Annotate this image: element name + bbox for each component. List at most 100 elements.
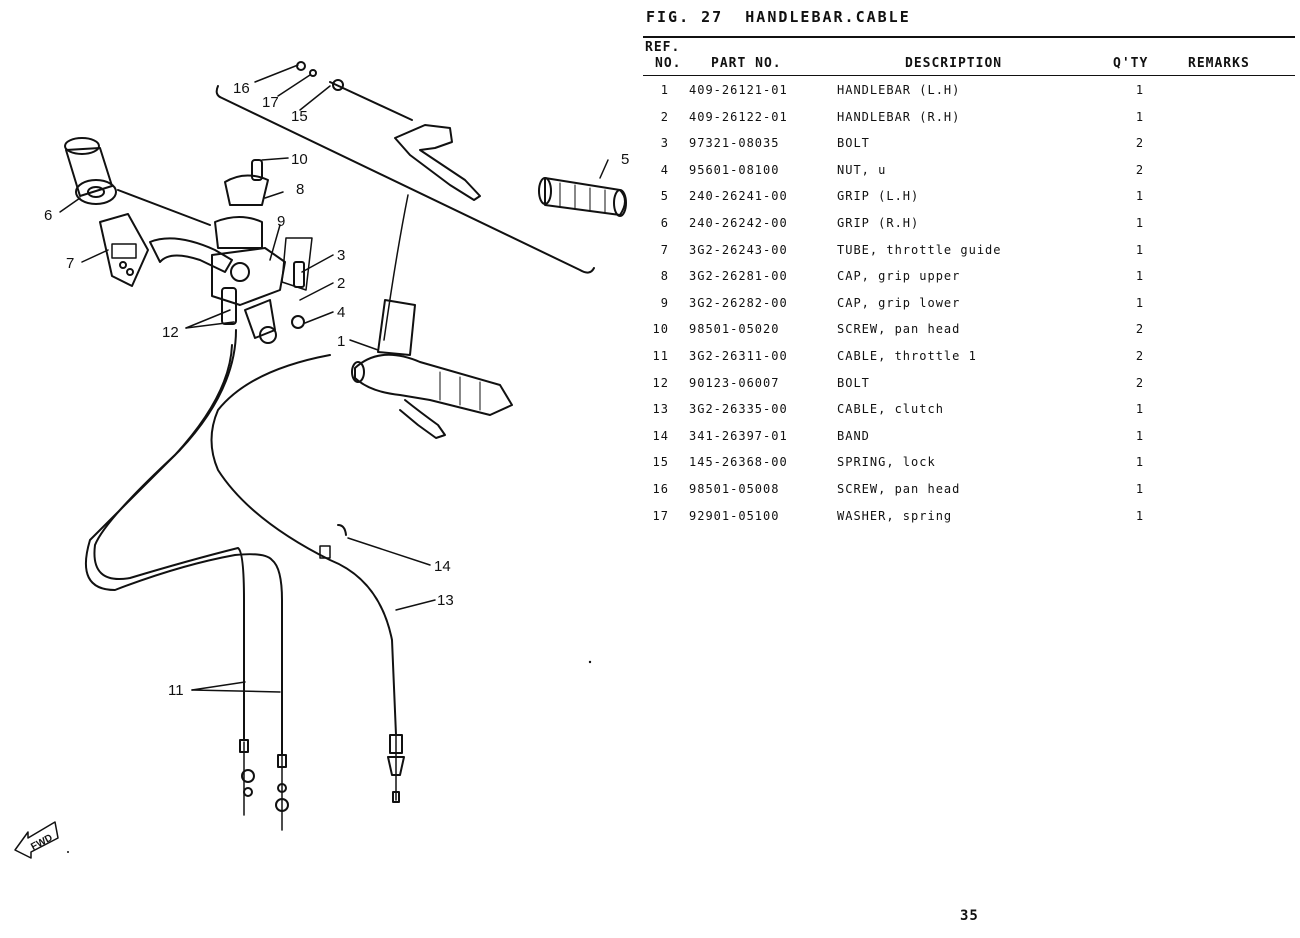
- callout-8: 8: [296, 181, 304, 198]
- description: TUBE, throttle guide: [837, 242, 1002, 257]
- speck: [67, 851, 69, 853]
- table-top-rule: [643, 36, 1295, 38]
- header-description: DESCRIPTION: [905, 56, 1003, 71]
- ref-no: 3: [660, 136, 669, 151]
- part-no: 97321-08035: [689, 136, 780, 151]
- exploded-parts-diagram: 16 17 15 10 8 5 6 9 7 3 2 4 12 1 14 13 1…: [14, 61, 629, 859]
- part-no: 90123-06007: [689, 375, 780, 390]
- ref-no: 1: [660, 83, 669, 97]
- callout-13: 13: [437, 592, 454, 609]
- part-no: 98501-05008: [689, 481, 780, 496]
- figure-title: FIG. 27 HANDLEBAR.CABLE: [646, 8, 911, 26]
- ref-no: 16: [652, 481, 669, 496]
- ref-no: 8: [660, 269, 669, 284]
- table-row: 15 145-26368-00 SPRING, lock 1: [643, 451, 1295, 478]
- part-no: 409-26121-01: [689, 83, 788, 97]
- description: SCREW, pan head: [837, 322, 961, 337]
- quantity: 1: [1135, 508, 1145, 523]
- description: WASHER, spring: [837, 508, 953, 523]
- ref-no: 6: [660, 215, 669, 230]
- part-no: 3G2-26335-00: [689, 402, 788, 417]
- description: HANDLEBAR (R.H): [837, 109, 961, 124]
- description: CABLE, clutch: [837, 402, 944, 417]
- table-row: 14 341-26397-01 BAND 1: [643, 425, 1295, 452]
- quantity: 2: [1135, 136, 1145, 151]
- quantity: 1: [1135, 242, 1145, 257]
- description: SCREW, pan head: [837, 481, 961, 496]
- ref-no: 14: [652, 428, 669, 443]
- screw-part-16: [296, 61, 306, 71]
- description: GRIP (R.H): [837, 215, 920, 230]
- grip-part-5: [538, 177, 627, 217]
- ref-no: 5: [660, 189, 669, 204]
- ref-no: 9: [660, 295, 669, 310]
- callout-17: 17: [262, 94, 279, 111]
- washer-part-17: [309, 69, 317, 77]
- quantity: 2: [1135, 162, 1145, 177]
- page-number: 35: [960, 908, 979, 924]
- table-row: 3 97321-08035 BOLT 2: [643, 132, 1295, 159]
- ref-no: 2: [660, 109, 669, 124]
- description: CABLE, throttle 1: [837, 348, 977, 363]
- description: HANDLEBAR (L.H): [837, 83, 961, 97]
- callout-16: 16: [233, 80, 250, 97]
- callout-6: 6: [44, 207, 52, 224]
- callout-11: 11: [168, 682, 184, 699]
- callout-10: 10: [291, 151, 308, 168]
- speck: [588, 660, 592, 664]
- clutch-cable-part-13: [210, 354, 405, 803]
- callout-4: 4: [337, 304, 345, 321]
- quantity: 1: [1135, 295, 1145, 310]
- fwd-arrow-icon: FWD: [14, 821, 59, 859]
- callout-2: 2: [337, 275, 345, 292]
- description: GRIP (L.H): [837, 189, 920, 204]
- description: CAP, grip lower: [837, 295, 961, 310]
- throttle-tube-part-7: [99, 213, 149, 287]
- table-row: 13 3G2-26335-00 CABLE, clutch 1: [643, 398, 1295, 425]
- part-no: 98501-05020: [689, 322, 780, 337]
- part-no: 240-26242-00: [689, 215, 788, 230]
- quantity: 1: [1135, 189, 1145, 204]
- ref-no: 4: [660, 162, 669, 177]
- table-row: 5 240-26241-00 GRIP (L.H) 1: [643, 185, 1295, 212]
- header-ref-line1: REF.: [645, 40, 681, 55]
- table-row: 2 409-26122-01 HANDLEBAR (R.H) 1: [643, 106, 1295, 133]
- part-no: 341-26397-01: [689, 428, 788, 443]
- quantity: 1: [1135, 428, 1145, 443]
- part-no: 145-26368-00: [689, 455, 788, 470]
- ref-no: 12: [652, 375, 669, 390]
- ref-no: 13: [652, 402, 669, 417]
- ref-no: 15: [652, 455, 669, 470]
- description: BOLT: [837, 136, 870, 151]
- throttle-cables-part-11: [85, 329, 289, 831]
- table-row: 7 3G2-26243-00 TUBE, throttle guide 1: [643, 239, 1295, 266]
- quantity: 2: [1135, 375, 1145, 390]
- quantity: 1: [1135, 83, 1145, 97]
- description: BAND: [837, 428, 870, 443]
- part-no: 409-26122-01: [689, 109, 788, 124]
- header-qty: Q'TY: [1113, 56, 1149, 71]
- callout-9: 9: [277, 213, 285, 230]
- quantity: 2: [1135, 348, 1145, 363]
- callout-5: 5: [621, 151, 629, 168]
- clutch-lever-assembly: [329, 79, 481, 201]
- part-no: 240-26241-00: [689, 189, 788, 204]
- quantity: 1: [1135, 455, 1145, 470]
- description: SPRING, lock: [837, 455, 936, 470]
- callout-12: 12: [162, 324, 179, 341]
- part-no: 3G2-26243-00: [689, 242, 788, 257]
- ref-no: 17: [652, 508, 669, 523]
- band-part-14: [319, 524, 347, 559]
- part-no: 3G2-26281-00: [689, 269, 788, 284]
- ref-no: 7: [660, 242, 669, 257]
- quantity: 1: [1135, 109, 1145, 124]
- quantity: 1: [1135, 402, 1145, 417]
